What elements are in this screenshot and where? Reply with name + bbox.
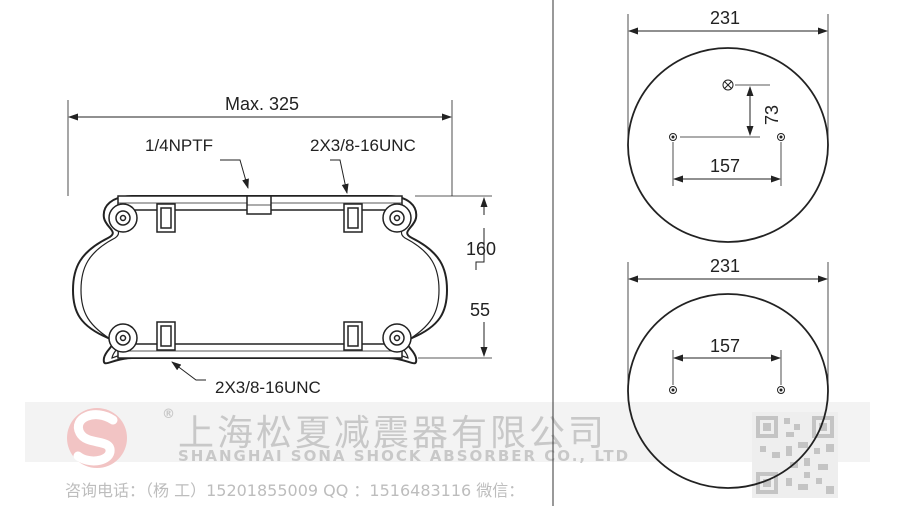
side-view — [67, 100, 492, 381]
bottom-bolt-hole-right — [777, 386, 785, 394]
side-view-labels: Max. 325 1/4NPTF 2X3/8-16UNC 2X3/8-16UNC… — [145, 94, 496, 397]
height-max-label: 160 — [466, 239, 496, 259]
company-logo-icon — [67, 408, 127, 468]
bottom-stud-left — [156, 321, 176, 351]
bottom-plate-view — [627, 262, 829, 489]
port-label: 1/4NPTF — [145, 136, 213, 155]
rim-curl-bottom-right — [382, 323, 412, 353]
company-name-cn: 上海松夏减震器有限公司 — [178, 413, 607, 454]
top-bolt-hole-right — [777, 133, 785, 141]
bottom-diameter-label: 231 — [710, 256, 740, 276]
bottom-stud-right — [343, 321, 363, 351]
top-plate-labels: 231 73 157 — [710, 8, 782, 176]
rim-curl-bottom-left — [108, 323, 138, 353]
watermark: ® 上海松夏减震器有限公司 SHANGHAI SONA SHOCK ABSORB… — [25, 402, 870, 500]
bottom-plate-labels: 231 157 — [710, 256, 740, 356]
bottom-thread-leader — [171, 361, 206, 381]
max-width-label: Max. 325 — [225, 94, 299, 114]
top-stud-right — [343, 203, 363, 233]
company-name-en: SHANGHAI SONA SHOCK ABSORBER CO., LTD — [178, 447, 630, 465]
top-plate-view — [627, 14, 829, 243]
air-port-fitting — [246, 195, 272, 215]
air-inlet-icon — [722, 79, 734, 91]
height-min-label: 55 — [470, 300, 490, 320]
qr-code-icon — [752, 412, 838, 498]
bottom-plate-outline — [627, 293, 829, 489]
top-thread-leader — [330, 159, 349, 194]
bottom-bolt-hole-left — [669, 386, 677, 394]
port-leader — [220, 159, 249, 189]
top-thread-label: 2X3/8-16UNC — [310, 136, 416, 155]
rim-curl-top-right — [382, 203, 412, 233]
top-diameter-label: 231 — [710, 8, 740, 28]
height-break-mark — [475, 228, 485, 270]
top-plate-outline — [627, 47, 829, 243]
top-bolt-hole-left — [669, 133, 677, 141]
bottom-bolt-spacing-label: 157 — [710, 336, 740, 356]
top-bolt-spacing-label: 157 — [710, 156, 740, 176]
contact-info: 咨询电话：（杨 工）15201855009 QQ ：1516483116 微信： — [65, 481, 524, 500]
top-stud-left — [156, 203, 176, 233]
offset-label: 73 — [762, 105, 782, 125]
bottom-thread-label: 2X3/8-16UNC — [215, 378, 321, 397]
rim-curl-top-left — [108, 203, 138, 233]
registered-mark: ® — [162, 407, 177, 422]
